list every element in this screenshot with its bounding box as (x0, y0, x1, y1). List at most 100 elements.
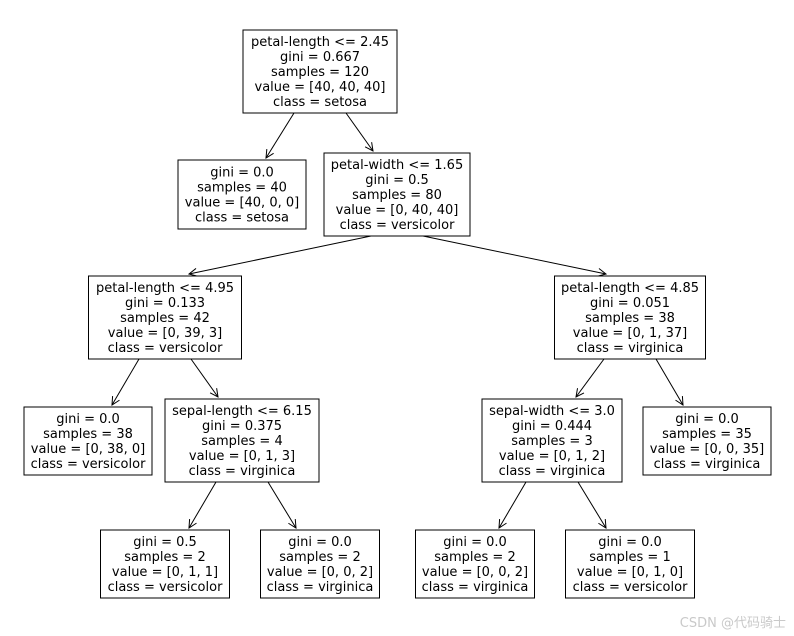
node-line: petal-length <= 2.45 (251, 35, 389, 50)
node-line: value = [40, 0, 0] (185, 196, 299, 211)
node-line: petal-length <= 4.85 (561, 281, 699, 296)
watermark: CSDN @代码骑士 (680, 616, 786, 631)
node-line: samples = 42 (120, 311, 210, 326)
node-line: class = virginica (499, 464, 606, 479)
node-line: samples = 2 (434, 550, 515, 565)
node-line: class = versicolor (573, 580, 689, 595)
node-box (100, 529, 230, 599)
node-line: petal-width <= 1.65 (331, 158, 463, 173)
node-line: gini = 0.375 (202, 419, 282, 434)
node-box (565, 529, 695, 599)
edge-n6-n10 (267, 481, 296, 528)
node-line: class = virginica (654, 457, 761, 472)
node-line: sepal-width <= 3.0 (489, 404, 615, 419)
edge-n0-n2 (345, 112, 373, 151)
edge-n7-n11 (499, 481, 527, 528)
edge-n6-n9 (189, 481, 217, 528)
node-line: class = setosa (195, 211, 289, 226)
node-line: class = versicolor (108, 580, 224, 595)
node-box (164, 398, 320, 483)
node-line: gini = 0.0 (443, 535, 507, 550)
node-line: value = [0, 1, 0] (577, 565, 683, 580)
node-line: value = [0, 0, 2] (267, 565, 373, 580)
node-line: gini = 0.0 (675, 412, 739, 427)
node-line: gini = 0.667 (280, 50, 360, 65)
node-line: samples = 35 (662, 427, 752, 442)
node-line: gini = 0.051 (590, 296, 670, 311)
edge-n2-n3 (189, 235, 372, 274)
node-line: class = setosa (273, 95, 367, 110)
node-line: samples = 3 (511, 434, 592, 449)
node-box (242, 29, 398, 114)
node-line: value = [0, 1, 3] (189, 449, 295, 464)
node-line: samples = 2 (124, 550, 205, 565)
node-box (642, 406, 772, 476)
node-line: samples = 1 (589, 550, 670, 565)
node-line: petal-length <= 4.95 (96, 281, 234, 296)
node-line: value = [0, 0, 35] (650, 442, 764, 457)
node-line: gini = 0.5 (365, 173, 429, 188)
node-box (177, 159, 307, 230)
node-line: gini = 0.444 (512, 419, 592, 434)
edge-n0-n1 (266, 112, 295, 158)
node-line: samples = 4 (201, 434, 282, 449)
edge-n4-n7 (576, 358, 605, 397)
edge-n3-n6 (190, 358, 218, 397)
node-box (23, 406, 153, 476)
node-line: value = [0, 1, 2] (499, 449, 605, 464)
node-line: samples = 38 (43, 427, 133, 442)
node-line: value = [0, 39, 3] (108, 326, 222, 341)
node-box (554, 275, 706, 360)
node-line: gini = 0.0 (288, 535, 352, 550)
node-line: gini = 0.0 (56, 412, 120, 427)
node-line: class = virginica (267, 580, 374, 595)
node-line: value = [0, 40, 40] (336, 203, 459, 218)
node-line: value = [0, 1, 1] (112, 565, 218, 580)
node-line: class = virginica (577, 341, 684, 356)
node-box (481, 398, 623, 483)
tree-edges (112, 112, 683, 528)
node-line: samples = 80 (352, 188, 442, 203)
node-line: value = [0, 1, 37] (573, 326, 687, 341)
node-line: class = versicolor (108, 341, 224, 356)
node-line: gini = 0.0 (598, 535, 662, 550)
node-line: value = [40, 40, 40] (255, 80, 386, 95)
node-line: value = [0, 38, 0] (31, 442, 145, 457)
node-line: sepal-length <= 6.15 (172, 404, 312, 419)
node-line: samples = 38 (585, 311, 675, 326)
node-line: gini = 0.5 (133, 535, 197, 550)
node-line: gini = 0.0 (210, 166, 274, 181)
node-line: class = virginica (422, 580, 529, 595)
node-line: samples = 40 (197, 181, 287, 196)
edge-n2-n4 (422, 235, 606, 274)
edge-n3-n5 (112, 358, 140, 405)
node-box (415, 529, 535, 599)
node-line: samples = 2 (279, 550, 360, 565)
node-line: gini = 0.133 (125, 296, 205, 311)
edge-n4-n8 (655, 358, 683, 405)
node-line: class = versicolor (31, 457, 147, 472)
node-box (260, 529, 380, 599)
node-line: value = [0, 0, 2] (422, 565, 528, 580)
node-line: class = virginica (189, 464, 296, 479)
node-box (88, 275, 242, 360)
edge-n7-n12 (577, 481, 606, 528)
node-box (323, 152, 471, 237)
node-line: samples = 120 (271, 65, 369, 80)
node-line: class = versicolor (340, 218, 456, 233)
